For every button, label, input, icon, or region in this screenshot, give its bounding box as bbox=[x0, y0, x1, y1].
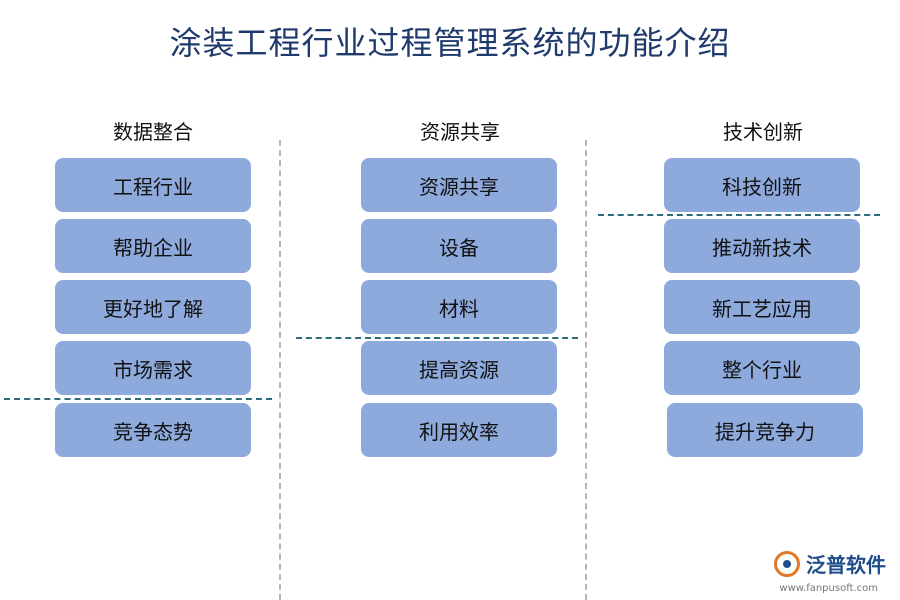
column-header-tech-innovation: 技术创新 bbox=[723, 120, 803, 144]
box-col2-item4: 提高资源 bbox=[361, 341, 557, 395]
column-header-resource-sharing: 资源共享 bbox=[420, 120, 500, 144]
box-col3-item4: 整个行业 bbox=[664, 341, 860, 395]
column-divider-2 bbox=[585, 140, 587, 600]
brand-logo: 泛普软件 bbox=[774, 549, 886, 578]
page-title: 涂装工程行业过程管理系统的功能介绍 bbox=[169, 24, 731, 62]
column-header-data-integration: 数据整合 bbox=[113, 120, 193, 144]
box-col2-item1: 资源共享 bbox=[361, 158, 557, 212]
fanpu-logo-icon bbox=[774, 550, 800, 577]
box-col1-item5: 竞争态势 bbox=[55, 403, 251, 457]
box-col3-item5: 提升竞争力 bbox=[667, 403, 863, 457]
box-col1-item4: 市场需求 bbox=[55, 341, 251, 395]
accent-dashed-line-1 bbox=[4, 398, 272, 400]
box-col1-item1: 工程行业 bbox=[55, 158, 251, 212]
column-divider-1 bbox=[279, 140, 281, 600]
brand-name: 泛普软件 bbox=[806, 553, 886, 577]
box-col1-item3: 更好地了解 bbox=[55, 280, 251, 334]
accent-dashed-line-3 bbox=[598, 214, 880, 216]
box-col3-item1: 科技创新 bbox=[664, 158, 860, 212]
accent-dashed-line-2 bbox=[296, 337, 578, 339]
box-col2-item3: 材料 bbox=[361, 280, 557, 334]
box-col1-item2: 帮助企业 bbox=[55, 219, 251, 273]
box-col3-item2: 推动新技术 bbox=[664, 219, 860, 273]
brand-url: www.fanpusoft.com bbox=[779, 583, 878, 594]
box-col2-item2: 设备 bbox=[361, 219, 557, 273]
box-col3-item3: 新工艺应用 bbox=[664, 280, 860, 334]
box-col2-item5: 利用效率 bbox=[361, 403, 557, 457]
